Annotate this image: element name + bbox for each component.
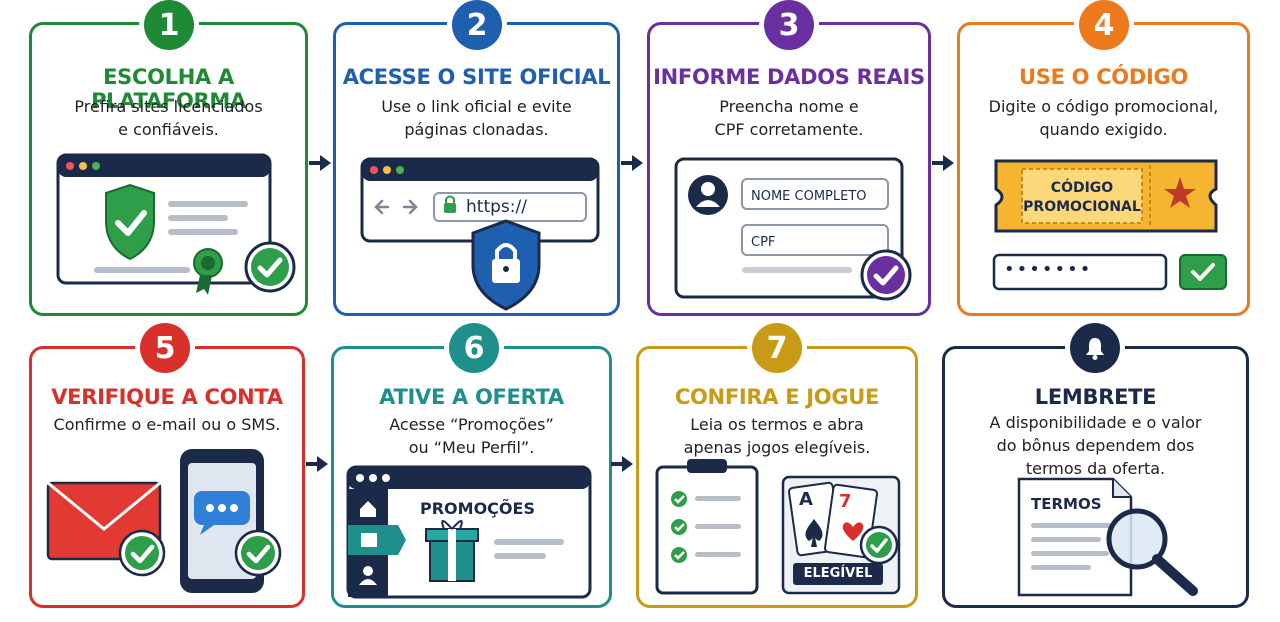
step-number-badge-4: 4 [1079, 0, 1129, 50]
card-ace-label: A [799, 489, 813, 510]
reminder-title: LEMBRETE [1034, 385, 1157, 409]
step-description: Prefira sites licenciados e confiáveis. [74, 97, 263, 139]
step-title: ACESSE O SITE OFICIAL [342, 65, 611, 89]
terms-document-title: TERMOS [1031, 495, 1102, 513]
step-description: Preencha nome e CPF corretamente. [714, 97, 864, 139]
step-description: Leia os termos e abra apenas jogos elegí… [683, 415, 871, 457]
name-field: NOME COMPLETO [751, 189, 867, 204]
browser-lock-illustration [360, 157, 600, 311]
step-number-badge-6: 6 [449, 323, 499, 373]
flow-arrow [309, 155, 331, 171]
step-card-7: CONFIRA E JOGUE Leia os termos e abra ap… [636, 346, 918, 608]
promotions-panel-illustration [346, 465, 592, 599]
step-description: Use o link oficial e evite páginas clona… [381, 97, 572, 139]
flow-arrow [621, 155, 643, 171]
url-text: https:// [466, 197, 527, 217]
card-seven-label: 7 [839, 491, 852, 512]
browser-shield-illustration [56, 153, 296, 295]
promotions-panel-title: PROMOÇÕES [420, 499, 535, 518]
step-title: USE O CÓDIGO [1019, 65, 1188, 89]
flow-arrow [932, 155, 954, 171]
step-number-badge-3: 3 [764, 0, 814, 50]
form-illustration [674, 157, 912, 301]
step-card-1: ESCOLHA A PLATAFORMA Prefira sites licen… [29, 22, 308, 316]
step-card-2: ACESSE O SITE OFICIAL Use o link oficial… [333, 22, 620, 316]
cpf-field: CPF [751, 235, 776, 250]
step-title: ATIVE A OFERTA [379, 385, 564, 409]
coupon-label: CÓDIGO PROMOCIONAL [1023, 180, 1141, 215]
step-card-4: USE O CÓDIGO Digite o código promocional… [957, 22, 1250, 316]
step-card-5: VERIFIQUE A CONTA Confirme o e-mail ou o… [29, 346, 305, 608]
checklist-cards-illustration [655, 459, 901, 595]
step-title: ESCOLHA A PLATAFORMA [91, 65, 246, 113]
promo-code-input: ••••••• [1004, 259, 1093, 280]
terms-document-illustration [1017, 477, 1198, 597]
reminder-card: LEMBRETE A disponibilidade e o valor do … [942, 346, 1249, 608]
step-number-badge-5: 5 [140, 323, 190, 373]
step-description: Confirme o e-mail ou o SMS. [53, 415, 281, 434]
flow-arrow [306, 456, 328, 472]
step-title: CONFIRA E JOGUE [674, 385, 880, 409]
step-description: Acesse “Promoções” ou “Meu Perfil”. [389, 415, 554, 457]
step-description: Digite o código promocional, quando exig… [988, 97, 1219, 139]
step-title: INFORME DADOS REAIS [653, 65, 925, 89]
flow-arrow [611, 456, 633, 472]
reminder-description: A disponibilidade e o valor do bônus dep… [989, 413, 1202, 478]
coupon-illustration [992, 159, 1227, 291]
step-number-badge-1: 1 [144, 0, 194, 50]
step-number-badge-7: 7 [752, 323, 802, 373]
email-sms-illustration [46, 449, 282, 593]
step-card-6: ATIVE A OFERTA Acesse “Promoções” ou “Me… [331, 346, 612, 608]
step-title: VERIFIQUE A CONTA [51, 385, 283, 409]
step-card-3: INFORME DADOS REAIS Preencha nome e CPF … [647, 22, 931, 316]
step-number-badge-2: 2 [452, 0, 502, 50]
bell-icon [1070, 323, 1120, 373]
eligible-label: ELEGÍVEL [803, 566, 873, 581]
